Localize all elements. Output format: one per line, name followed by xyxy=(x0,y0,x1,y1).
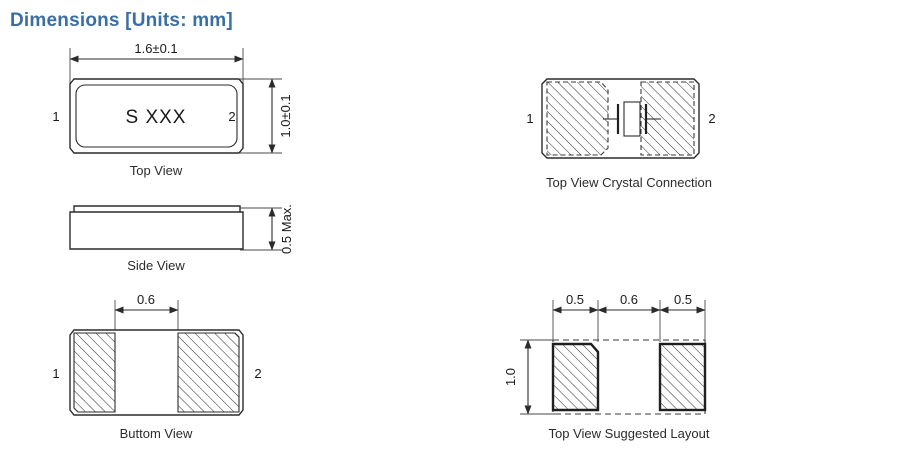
pad-2 xyxy=(177,332,240,413)
pin-label-1: 1 xyxy=(52,109,59,124)
layout-pad-1 xyxy=(551,342,600,412)
dim-layout-gap: 0.6 xyxy=(597,292,661,314)
figure-side-view: 0.5 Max. Side View xyxy=(69,204,294,273)
crystal-pad-1 xyxy=(546,81,609,156)
dim-label-width: 1.6±0.1 xyxy=(134,41,177,56)
dim-label-pad-left: 0.5 xyxy=(566,292,584,307)
caption-bottom-view: Buttom View xyxy=(120,426,193,441)
dim-top-view-height: 1.0±0.1 xyxy=(240,78,293,154)
dim-label-layout-height: 1.0 xyxy=(503,368,518,386)
pin-label-crystal-1: 1 xyxy=(526,111,533,126)
package-inner-lid xyxy=(75,84,238,148)
pin-label-2: 2 xyxy=(228,109,235,124)
pin-label-crystal-2: 2 xyxy=(708,111,715,126)
dim-label-pad-right: 0.5 xyxy=(674,292,692,307)
dim-layout-height: 1.0 xyxy=(503,339,556,415)
dim-label-side-height: 0.5 Max. xyxy=(279,204,294,254)
dim-bottom-view-gap: 0.6 xyxy=(114,292,179,340)
pin-label-bottom-1: 1 xyxy=(52,366,59,381)
figure-crystal-connection: 1 2 Top View Crystal Connection xyxy=(526,78,716,190)
crystal-body xyxy=(623,101,641,137)
dim-label-height: 1.0±0.1 xyxy=(278,94,293,137)
package-outline-top xyxy=(69,78,244,154)
figure-top-view: 1.6±0.1 S XXX 1 2 1.0±0.1 Top View xyxy=(52,41,293,178)
dim-layout-pad-right: 0.5 xyxy=(659,292,706,314)
caption-side-view: Side View xyxy=(127,258,185,273)
caption-suggested-layout: Top View Suggested Layout xyxy=(549,426,710,441)
layout-pad-2 xyxy=(658,342,707,412)
side-view-body xyxy=(69,211,244,250)
figure-bottom-view: 0.6 1 2 Buttom View xyxy=(52,292,261,441)
dim-top-view-width: 1.6±0.1 xyxy=(69,41,244,88)
pin-label-bottom-2: 2 xyxy=(254,366,261,381)
page-title: Dimensions [Units: mm] xyxy=(10,10,233,31)
package-marking: S XXX xyxy=(126,107,187,128)
dim-layout-pad-left: 0.5 xyxy=(552,292,599,314)
dim-side-view-height: 0.5 Max. xyxy=(240,204,294,254)
figure-suggested-layout: 0.5 0.6 0.5 1.0 Top View Suggested Layou… xyxy=(503,292,710,441)
dim-label-layout-gap: 0.6 xyxy=(620,292,638,307)
caption-top-view: Top View xyxy=(130,163,183,178)
pad-1 xyxy=(73,332,116,413)
crystal-pad-2 xyxy=(640,81,695,156)
dim-label-gap: 0.6 xyxy=(137,292,155,307)
caption-crystal-connection: Top View Crystal Connection xyxy=(546,175,712,190)
